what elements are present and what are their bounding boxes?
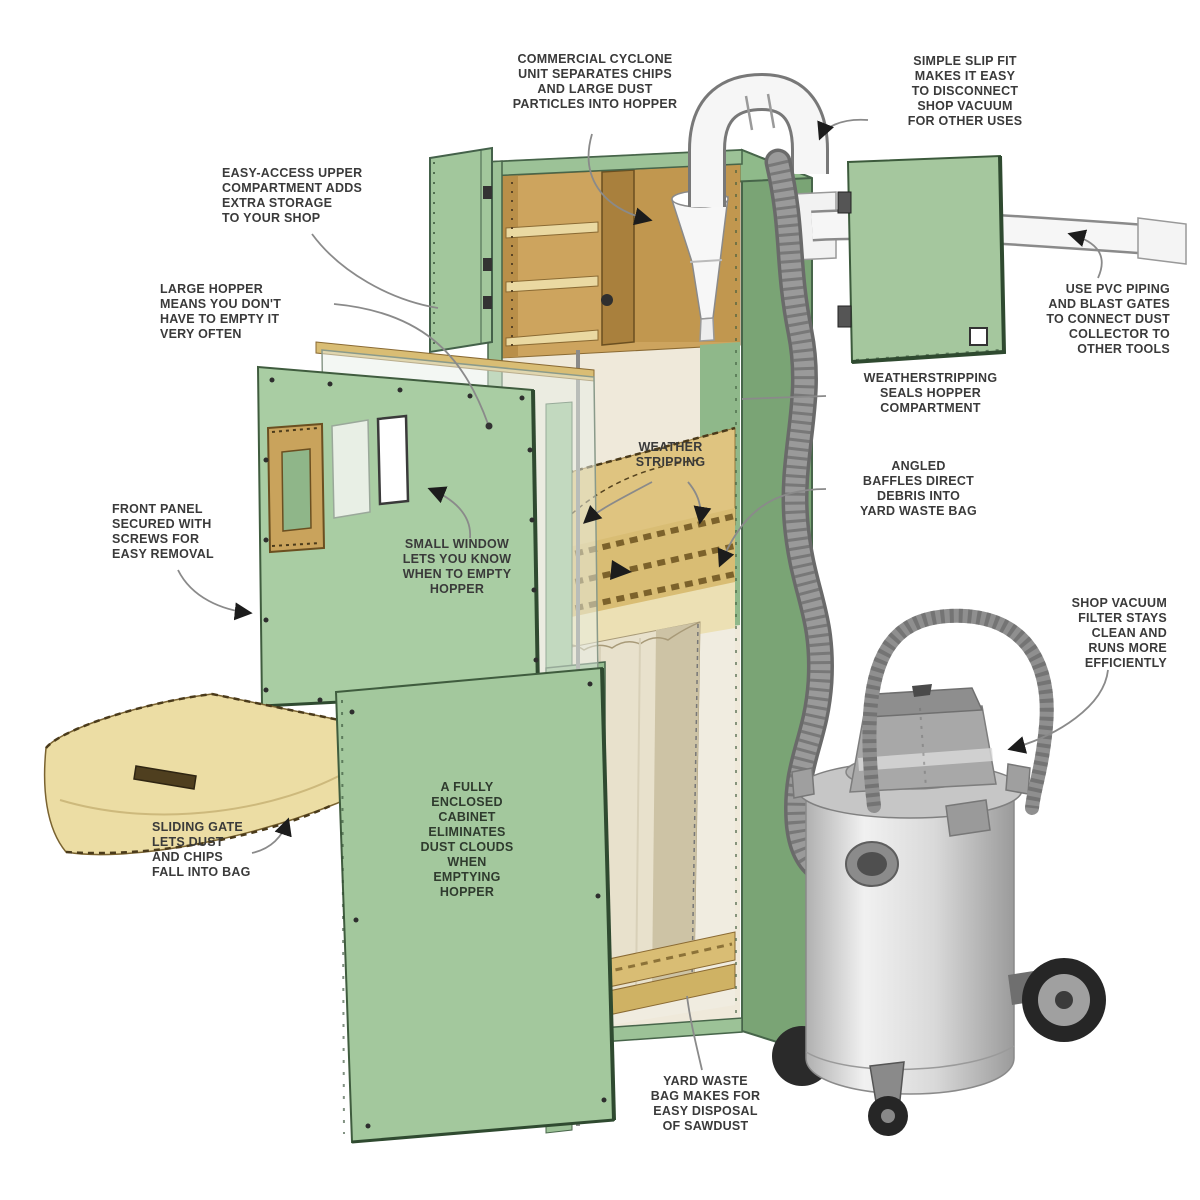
leader-lines: [177, 118, 1109, 1071]
label-sliding-gate: SLIDING GATE LETS DUST AND CHIPS FALL IN…: [152, 820, 251, 879]
door-screws: [349, 681, 607, 1129]
label-pvc-piping: USE PVC PIPING AND BLAST GATES TO CONNEC…: [1046, 282, 1170, 356]
lower-door-panel: [334, 666, 616, 1144]
side-door: [837, 154, 1007, 364]
label-simple-slip-fit: SIMPLE SLIP FIT MAKES IT EASY TO DISCONN…: [907, 54, 1023, 128]
door-hinge: [837, 191, 852, 214]
label-yard-waste-bag: YARD WASTE BAG MAKES FOR EASY DISPOSAL O…: [650, 1074, 761, 1133]
gate-handle-slot: [133, 765, 197, 790]
label-weatherstripping-seals: WEATHERSTRIPPING SEALS HOPPER COMPARTMEN…: [863, 371, 998, 415]
sliding-gate: [43, 692, 399, 856]
vacuum-caster: [868, 1061, 908, 1136]
baffle-direction-arrow: [610, 560, 632, 580]
vacuum-motor: [849, 684, 997, 793]
upper-compartment-door: [429, 146, 493, 354]
label-angled-baffles: ANGLED BAFFLES DIRECT DEBRIS INTO YARD W…: [860, 459, 977, 518]
label-upper-compartment: EASY-ACCESS UPPER COMPARTMENT ADDS EXTRA…: [222, 166, 363, 225]
vacuum-handle: [862, 608, 1054, 815]
door-latch: [969, 327, 988, 346]
vacuum-wheel: [1008, 958, 1106, 1042]
window-glass: [331, 419, 371, 519]
label-weather-stripping: WEATHER STRIPPING: [635, 440, 706, 469]
door-hinge: [837, 305, 852, 328]
window-cutout: [376, 414, 410, 506]
label-large-hopper: LARGE HOPPER MEANS YOU DON'T HAVE TO EMP…: [160, 282, 282, 341]
front-panel: [256, 341, 599, 708]
vacuum-hose: [764, 148, 872, 888]
label-commercial-cyclone: COMMERCIAL CYCLONE UNIT SEPARATES CHIPS …: [512, 52, 678, 111]
shop-vacuum: [772, 608, 1106, 1136]
blast-gate-fitting: [1137, 217, 1187, 265]
window-frame: [266, 422, 326, 554]
label-shop-vacuum: SHOP VACUUM FILTER STAYS CLEAN AND RUNS …: [1071, 596, 1167, 670]
label-front-panel: FRONT PANEL SECURED WITH SCREWS FOR EASY…: [112, 502, 214, 561]
label-enclosed-cabinet: A FULLY ENCLOSED CABINET ELIMINATES DUST…: [420, 780, 514, 899]
pvc-elbow: [688, 73, 829, 207]
label-small-window: SMALL WINDOW LETS YOU KNOW WHEN TO EMPTY…: [402, 537, 512, 596]
